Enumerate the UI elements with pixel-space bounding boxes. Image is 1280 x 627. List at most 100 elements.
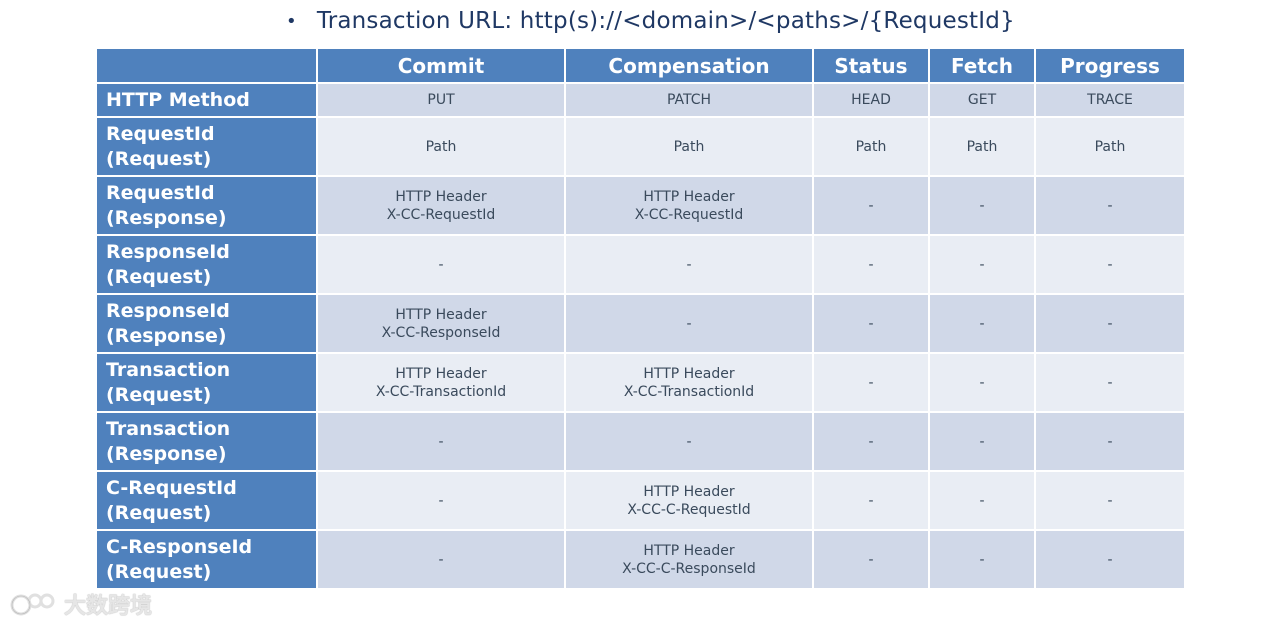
- row-header-line: (Response): [106, 206, 227, 229]
- table-row: ResponseId(Request)-----: [95, 234, 1186, 295]
- cell-line: X-CC-ResponseId: [381, 324, 501, 341]
- cell-line: Path: [673, 138, 705, 155]
- cell-line: -: [686, 315, 692, 332]
- row-header-line: (Request): [106, 147, 212, 170]
- cell-line: -: [438, 492, 444, 509]
- cell-line: -: [979, 551, 985, 568]
- table-cell: Path: [316, 116, 566, 177]
- cell-line: X-CC-TransactionId: [623, 383, 755, 400]
- row-header-line: (Request): [106, 501, 212, 524]
- column-header: Progress: [1034, 47, 1186, 84]
- column-header: Commit: [316, 47, 566, 84]
- cell-line: -: [868, 256, 874, 273]
- url-bullet-line: • Transaction URL: http(s)://<domain>/<p…: [286, 4, 1015, 38]
- cell-line: GET: [967, 92, 997, 108]
- row-header: Transaction(Request): [95, 352, 318, 413]
- table-cell: -: [928, 234, 1036, 295]
- row-header: ResponseId(Request): [95, 234, 318, 295]
- table-cell: -: [1034, 352, 1186, 413]
- table-cell: GET: [928, 82, 1036, 118]
- cell-line: -: [1107, 315, 1113, 332]
- cell-line: HTTP Header: [643, 365, 735, 382]
- cell-line: HTTP Header: [643, 483, 735, 500]
- row-header: Transaction(Response): [95, 411, 318, 472]
- cell-line: HTTP Header: [395, 365, 487, 382]
- table-cell: -: [928, 529, 1036, 590]
- row-header: C-ResponseId(Request): [95, 529, 318, 590]
- corner-cell: [95, 47, 318, 84]
- table-cell: -: [316, 470, 566, 531]
- cell-line: HTTP Header: [643, 542, 735, 559]
- cell-line: X-CC-C-ResponseId: [622, 560, 756, 577]
- watermark-text: 大数跨境: [64, 594, 153, 619]
- cell-line: HTTP Header: [395, 188, 487, 205]
- cell-line: -: [868, 315, 874, 332]
- cell-line: -: [979, 492, 985, 509]
- row-header-line: RequestId: [106, 122, 215, 145]
- row-header: HTTP Method: [95, 82, 318, 118]
- table-cell: -: [812, 470, 930, 531]
- table-cell: -: [928, 352, 1036, 413]
- table-row: RequestId(Request) Path Path Path Path Path: [95, 116, 1186, 177]
- table-cell: -: [812, 529, 930, 590]
- cell-line: -: [868, 374, 874, 391]
- row-header-line: (Request): [106, 383, 212, 406]
- cell-line: PATCH: [666, 92, 712, 108]
- table-cell: -: [928, 411, 1036, 472]
- table-cell: -: [316, 234, 566, 295]
- cell-line: HEAD: [851, 92, 891, 108]
- cell-line: Path: [966, 138, 998, 155]
- bullet-glyph: •: [286, 10, 297, 32]
- table-cell: Path: [1034, 116, 1186, 177]
- row-header-line: HTTP Method: [106, 88, 250, 111]
- table-cell: -: [812, 293, 930, 354]
- cell-line: -: [979, 315, 985, 332]
- cell-line: -: [686, 433, 692, 450]
- row-header-line: Transaction: [106, 417, 231, 440]
- table-cell: Path: [564, 116, 814, 177]
- table-cell: -: [564, 234, 814, 295]
- row-header-line: C-ResponseId: [106, 535, 253, 558]
- row-header: RequestId(Response): [95, 175, 318, 236]
- cell-line: -: [686, 256, 692, 273]
- cell-line: X-CC-RequestId: [634, 206, 744, 223]
- cell-line: TRACE: [1087, 92, 1133, 108]
- cell-line: X-CC-RequestId: [386, 206, 496, 223]
- table-cell: Path: [812, 116, 930, 177]
- cell-line: -: [868, 551, 874, 568]
- cell-line: HTTP Header: [643, 188, 735, 205]
- table-cell: TRACE: [1034, 82, 1186, 118]
- table-cell: -: [812, 411, 930, 472]
- row-header-line: ResponseId: [106, 299, 230, 322]
- cell-line: -: [1107, 433, 1113, 450]
- cell-line: -: [979, 197, 985, 214]
- table-cell: -: [564, 411, 814, 472]
- cell-line: X-CC-C-RequestId: [627, 501, 751, 518]
- row-header-line: Transaction: [106, 358, 231, 381]
- cell-line: -: [438, 551, 444, 568]
- cell-line: -: [868, 492, 874, 509]
- table-cell: -: [812, 352, 930, 413]
- cell-line: -: [1107, 374, 1113, 391]
- row-header: ResponseId(Response): [95, 293, 318, 354]
- column-header: Status: [812, 47, 930, 84]
- row-header-line: RequestId: [106, 181, 215, 204]
- table-cell: -: [1034, 529, 1186, 590]
- table-cell: -: [1034, 470, 1186, 531]
- row-header-line: (Response): [106, 442, 227, 465]
- cell-line: -: [1107, 256, 1113, 273]
